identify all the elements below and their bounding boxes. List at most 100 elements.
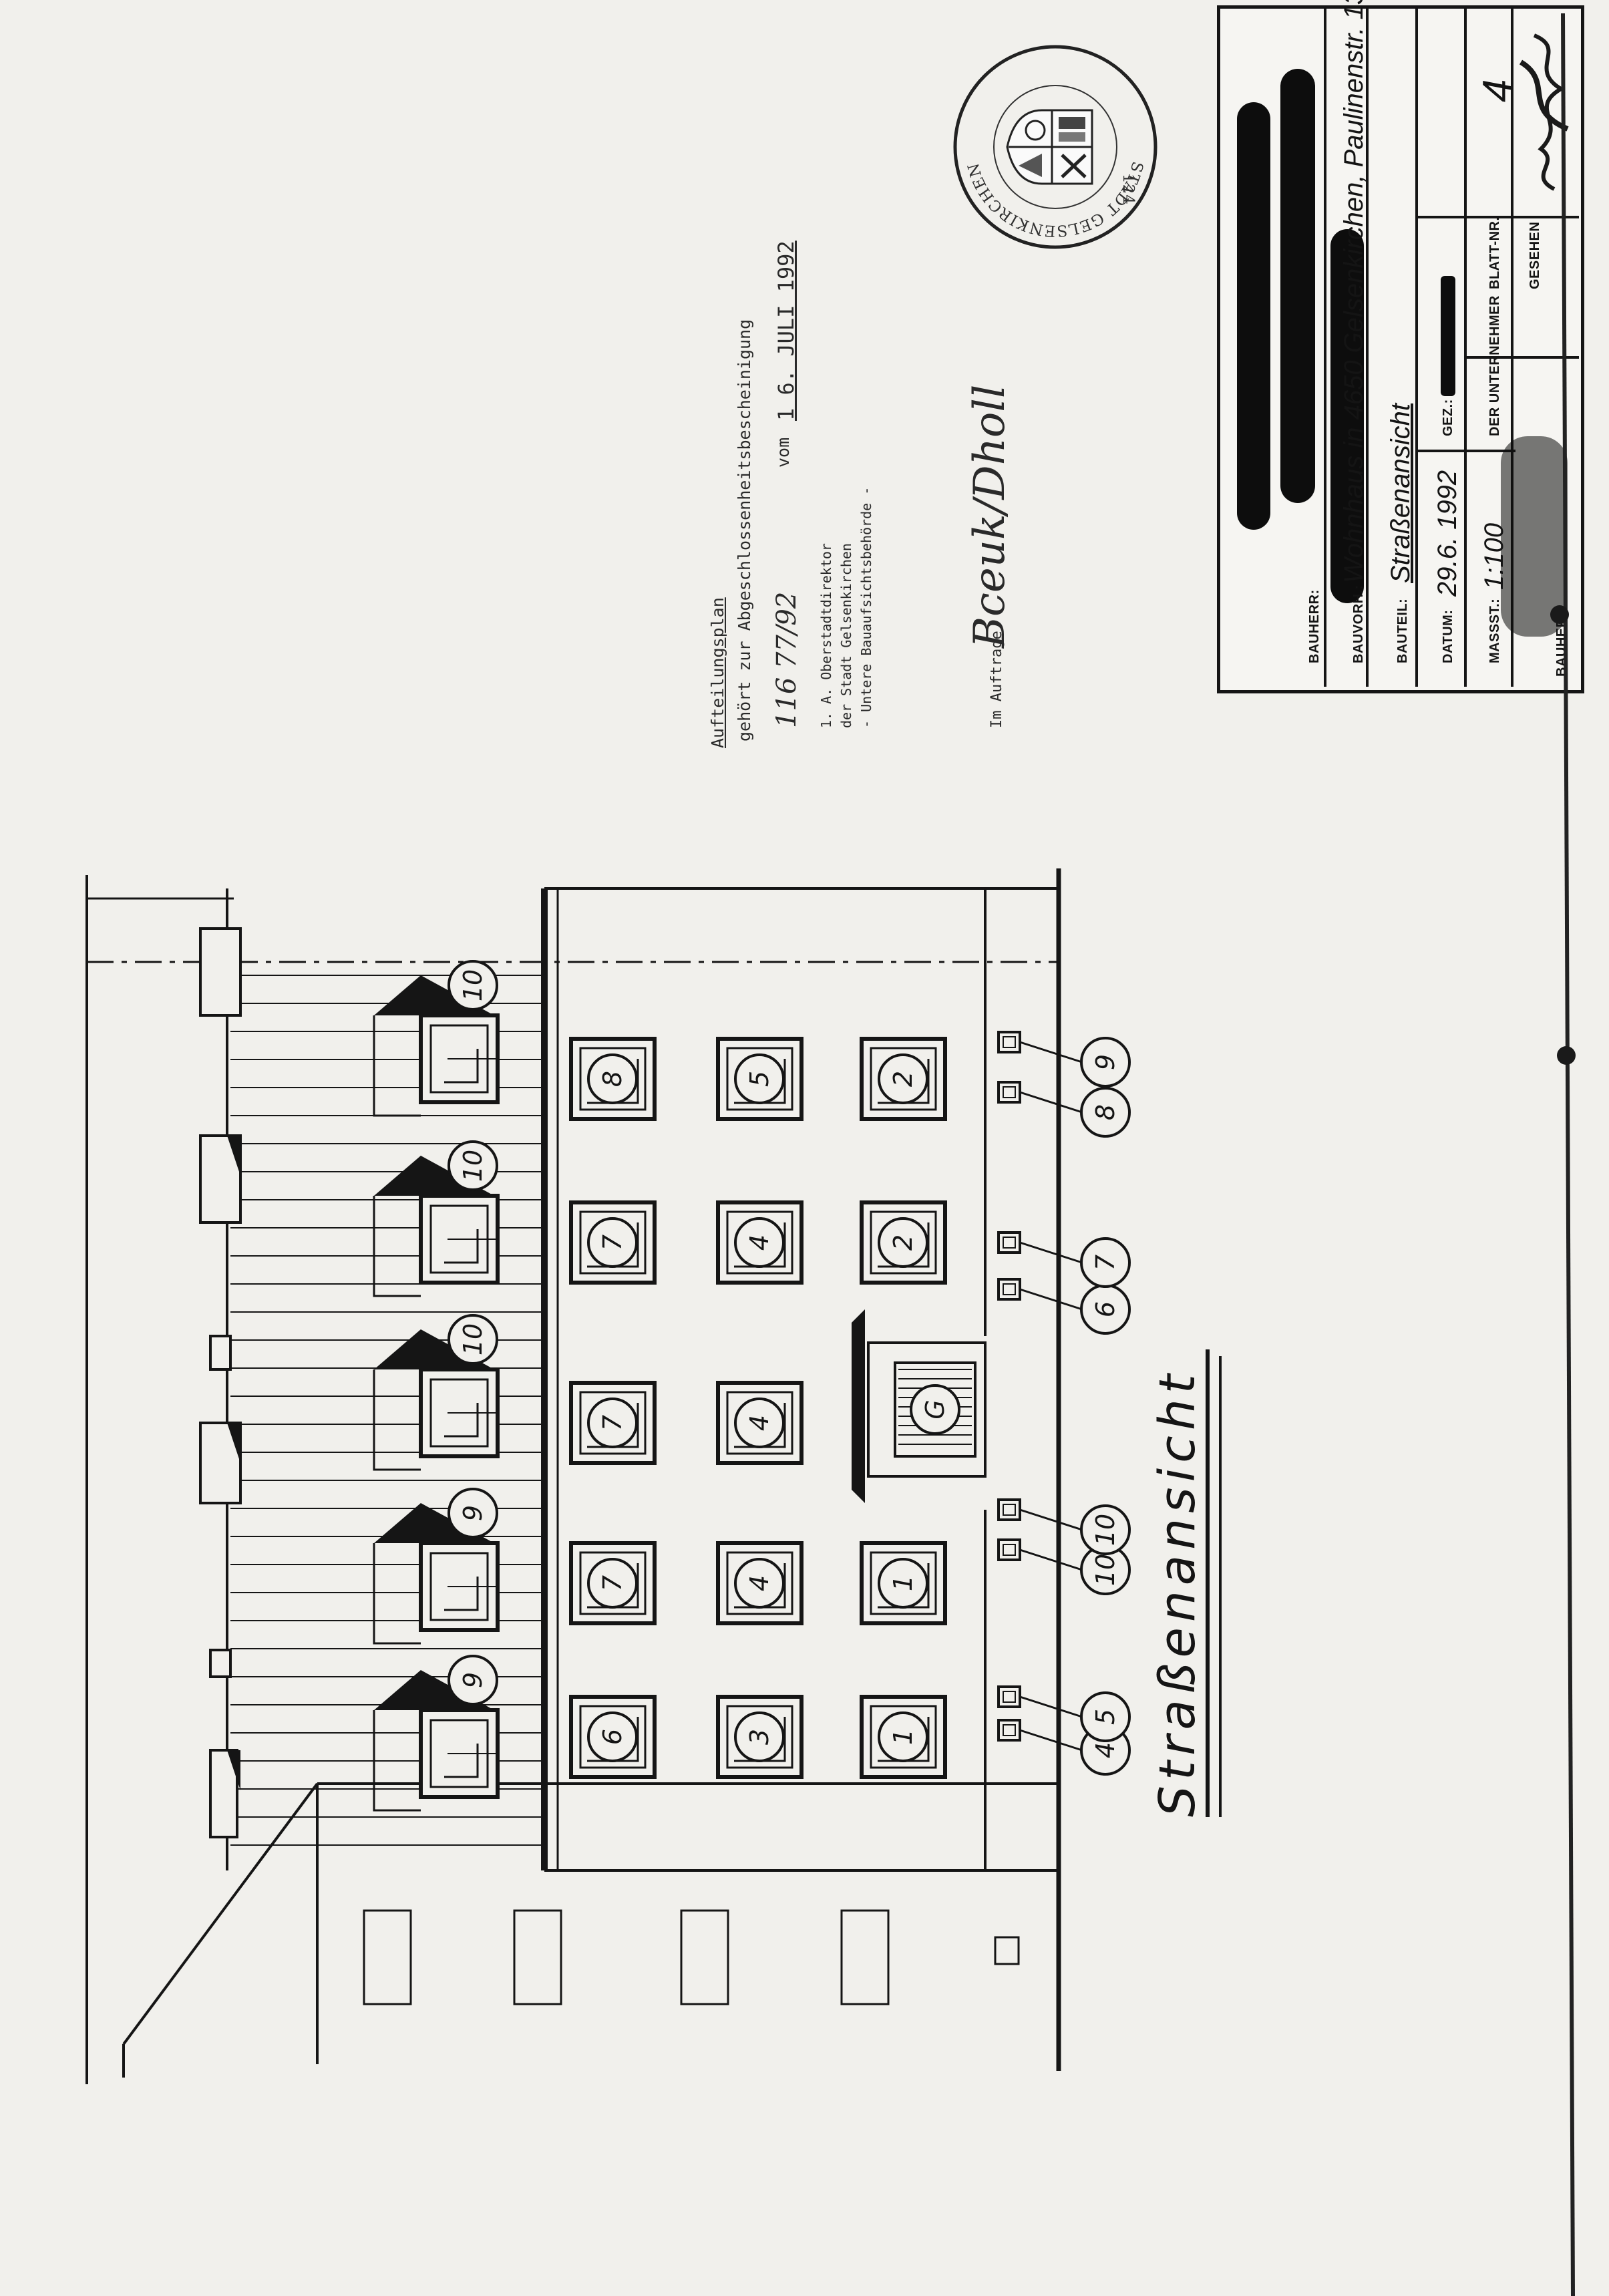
dormer-window: 10 (373, 1140, 500, 1297)
dormer-sash (444, 1049, 479, 1084)
dormer-window: 10 (373, 960, 500, 1117)
upper-window-label: 7 (587, 1558, 638, 1609)
basement-leader (1019, 1548, 1083, 1571)
middle-window-label-circle (734, 1711, 785, 1762)
upper-window-label-circle (587, 1398, 638, 1448)
stamp-number: 124 (1119, 174, 1137, 205)
basement-label-text: 4 (1091, 1742, 1120, 1758)
basement-window-frame (997, 1278, 1021, 1301)
dormer-window: 10 (373, 1314, 500, 1471)
upper-window-label-circle (587, 1217, 638, 1268)
middle-window: 4 (716, 1381, 803, 1465)
dormer-label-text: 9 (458, 1505, 488, 1521)
middle-window-label-text: 4 (745, 1235, 774, 1251)
upper-window-label: 7 (587, 1217, 638, 1268)
lower-window: 2 (860, 1037, 947, 1121)
middle-window-label-text: 4 (745, 1415, 774, 1431)
lower-window: 2 (860, 1200, 947, 1285)
basement-label: 10 (1080, 1504, 1131, 1555)
basement-label-text: 5 (1091, 1709, 1120, 1725)
basement-leader (1019, 1508, 1083, 1531)
door-canopy (852, 1309, 865, 1503)
middle-window-sash (734, 1717, 786, 1762)
upper-window-frame (569, 1200, 657, 1285)
dormer-label-circle (448, 1314, 498, 1365)
basement-window-pane (1003, 1036, 1016, 1048)
caption-underline (1219, 1356, 1222, 1817)
upper-window-label-circle (587, 1053, 638, 1104)
basement-label-circle (1080, 1504, 1131, 1555)
lower-window-label-circle (878, 1053, 928, 1104)
redaction-bar (1330, 229, 1364, 603)
dormer-sash (444, 1744, 479, 1778)
dormer-window: 9 (373, 1488, 500, 1645)
lower-window-pane (870, 1705, 937, 1769)
dormer-cheek (373, 1369, 421, 1471)
middle-window-label: 4 (734, 1217, 785, 1268)
lower-window-sash (878, 1059, 930, 1104)
upper-window: 7 (569, 1200, 657, 1285)
lower-window-label-circle (878, 1711, 928, 1762)
basement-leader (1019, 1695, 1083, 1718)
basement-leader (1019, 1241, 1083, 1264)
basement-label-text: 10 (1091, 1554, 1120, 1586)
dormer-label: 9 (448, 1655, 498, 1705)
dormer-cheek (373, 1196, 421, 1297)
middle-window-pane (726, 1551, 793, 1615)
basement-window: 8 (997, 1081, 1131, 1138)
upper-window-label-text: 7 (598, 1235, 627, 1251)
basement-label-text: 7 (1091, 1255, 1120, 1271)
dormer-label-text: 10 (458, 1150, 488, 1182)
middle-window-sash (734, 1059, 786, 1104)
lower-window-pane (870, 1047, 937, 1111)
basement-leader (1019, 1091, 1083, 1114)
lower-window-pane (870, 1210, 937, 1275)
basement-label: 5 (1080, 1691, 1131, 1742)
basement-label: 7 (1080, 1237, 1131, 1288)
basement-window-frame (997, 1231, 1021, 1254)
lower-window-label: 1 (878, 1711, 928, 1762)
basement-window-frame (997, 1719, 1021, 1742)
upper-window-pane (579, 1047, 647, 1111)
middle-window-pane (726, 1705, 793, 1769)
dormer-label-text: 10 (458, 1323, 488, 1355)
dormer-label-circle (448, 1140, 498, 1191)
lower-window: 1 (860, 1695, 947, 1779)
basement-label-circle (1080, 1237, 1131, 1288)
lower-window-label: 1 (878, 1558, 928, 1609)
middle-window-pane (726, 1210, 793, 1275)
middle-window-label-circle (734, 1053, 785, 1104)
basement-label-circle (1080, 1691, 1131, 1742)
middle-window-pane (726, 1047, 793, 1111)
basement-label-text: 8 (1091, 1104, 1120, 1120)
dormer-cheek (373, 1015, 421, 1117)
lower-window-label-text: 1 (888, 1729, 918, 1745)
basement-window-pane (1003, 1691, 1016, 1703)
redaction-bar (1237, 102, 1270, 530)
basement-window-frame (997, 1081, 1021, 1104)
basement-label-text: 10 (1091, 1514, 1120, 1546)
upper-window-sash (587, 1563, 639, 1609)
lower-window-label-text: 2 (888, 1235, 918, 1251)
middle-window-label: 4 (734, 1558, 785, 1609)
upper-window: 8 (569, 1037, 657, 1121)
redaction-bar (1280, 69, 1315, 503)
middle-window-pane (726, 1391, 793, 1455)
dormer-label-text: 10 (458, 969, 488, 1001)
upper-window: 6 (569, 1695, 657, 1779)
upper-window-sash (587, 1222, 639, 1268)
basement-window-frame (997, 1685, 1021, 1708)
dormer-label: 10 (448, 960, 498, 1011)
lower-window-label: 2 (878, 1217, 928, 1268)
upper-window-pane (579, 1705, 647, 1769)
basement-label: 6 (1080, 1284, 1131, 1335)
upper-window-sash (587, 1403, 639, 1448)
city-seal-stamp: STADT GELSENKIRCHEN 124 (953, 45, 1157, 254)
dormer-label-circle (448, 1488, 498, 1538)
basement-window-frame (997, 1031, 1021, 1053)
basement-window-pane (1003, 1283, 1016, 1295)
basement-window-pane (1003, 1504, 1016, 1516)
middle-window-label-text: 3 (745, 1729, 774, 1745)
middle-window-label-circle (734, 1398, 785, 1448)
